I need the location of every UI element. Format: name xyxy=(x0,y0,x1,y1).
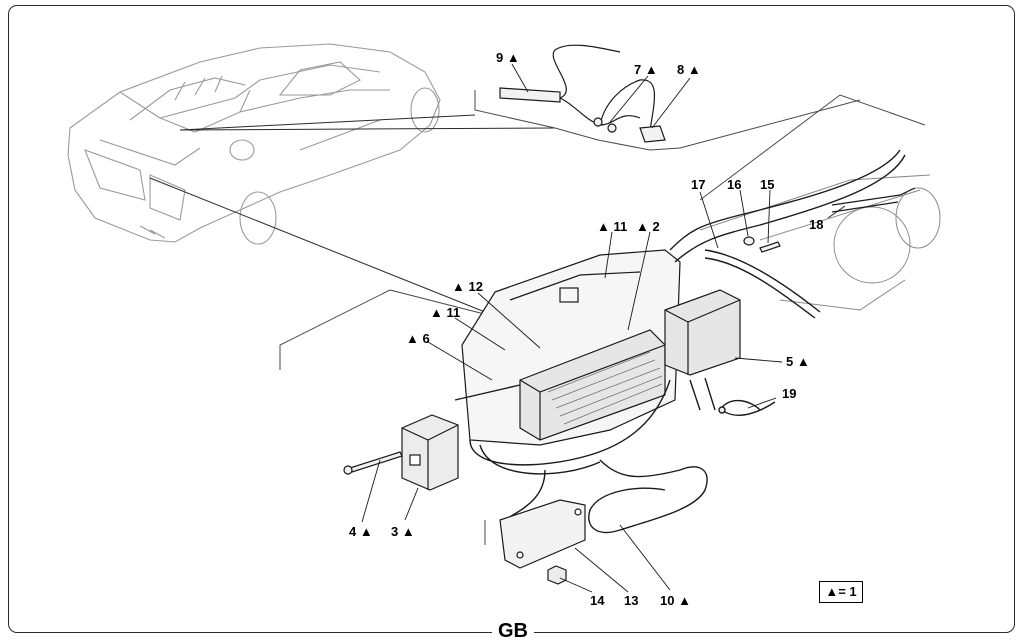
footer-label: GB xyxy=(492,619,534,643)
callout-8: 8 ▲ xyxy=(677,62,701,77)
car-leader-lines xyxy=(149,114,556,319)
callout-10: 10 ▲ xyxy=(660,593,691,608)
antenna-assembly xyxy=(499,44,666,143)
module-3 xyxy=(401,414,459,491)
callout-3: 3 ▲ xyxy=(391,524,415,539)
part-18 xyxy=(831,187,916,213)
callout-14: 14 xyxy=(590,593,605,608)
callout-2: ▲ 2 xyxy=(636,219,660,234)
callout-6: ▲ 6 xyxy=(406,331,430,346)
callout-18: 18 xyxy=(809,217,824,232)
callout-5: 5 ▲ xyxy=(786,354,810,369)
nut-14 xyxy=(547,565,567,585)
callout-11-lower: ▲ 11 xyxy=(430,305,461,320)
amplifier-module xyxy=(519,329,666,441)
bolt-15-washer-16 xyxy=(743,236,781,253)
callout-9: 9 ▲ xyxy=(496,50,520,65)
callout-7: 7 ▲ xyxy=(634,62,658,77)
callout-16: 16 xyxy=(727,177,742,192)
callout-4: 4 ▲ xyxy=(349,524,373,539)
callout-19: 19 xyxy=(782,386,797,401)
callout-15: 15 xyxy=(760,177,775,192)
rear-shelf-outline xyxy=(699,174,941,311)
module-5 xyxy=(664,289,741,376)
callout-17: 17 xyxy=(691,177,706,192)
callout-13: 13 xyxy=(624,593,639,608)
screw-4 xyxy=(343,451,403,475)
callout-leader-lines xyxy=(361,63,846,593)
part-19 xyxy=(718,401,776,416)
callout-12: ▲ 12 xyxy=(452,279,483,294)
callout-11-upper: ▲ 11 xyxy=(597,219,628,234)
car-illustration xyxy=(67,43,441,245)
quantity-legend: ▲= 1 xyxy=(819,581,863,603)
bracket-13 xyxy=(499,499,586,569)
